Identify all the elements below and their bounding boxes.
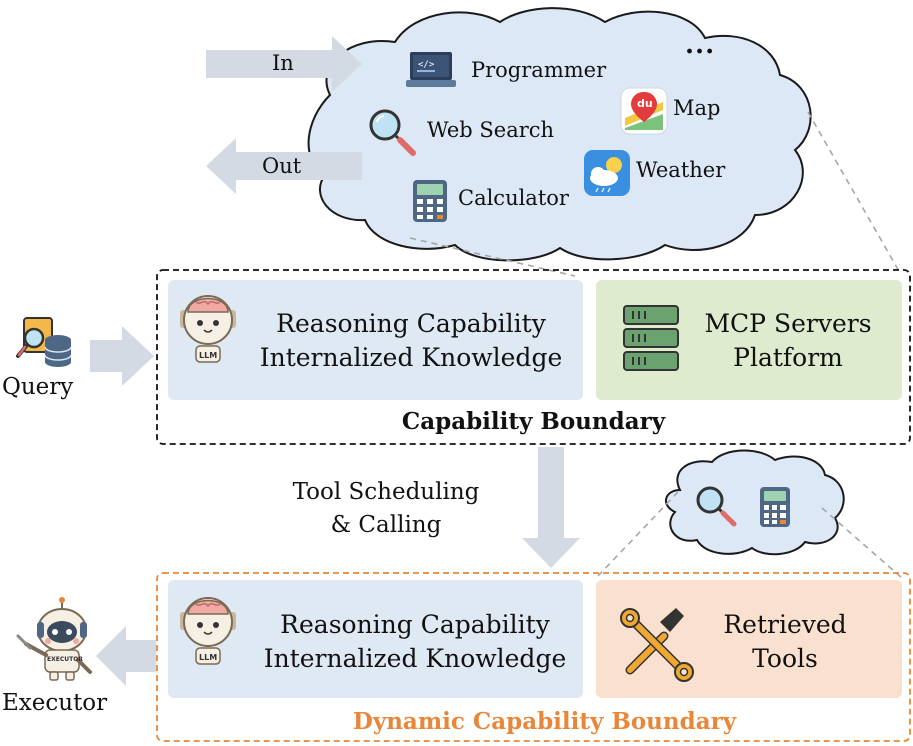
dynamic-capability-boundary-label: Dynamic Capability Boundary [352, 708, 737, 735]
reasoning-text-top: Reasoning Capability Internalized Knowle… [236, 307, 586, 375]
executor-label: Executor [2, 690, 108, 716]
tool-map-label: Map [673, 96, 721, 120]
executor-badge: EXECUTOR [47, 656, 83, 663]
programmer-icon: </> [406, 52, 456, 87]
out-arrow-label: Out [262, 154, 302, 178]
executor-robot-icon [16, 597, 92, 681]
tool-scheduling-label: Tool Scheduling & Calling [266, 476, 506, 542]
weather-icon [584, 150, 630, 196]
callout-lines [409, 111, 903, 579]
map-icon [620, 87, 668, 135]
reasoning-capability-line: Reasoning Capability [276, 309, 546, 338]
retrieved-box [596, 580, 902, 698]
mcp-text: MCP Servers Platform [690, 307, 886, 375]
web-search-magnifier-icon [369, 109, 416, 156]
out-arrow [206, 138, 362, 194]
dynamic-capability-boundary [156, 572, 911, 742]
tool-calculator-label: Calculator [458, 186, 569, 210]
small-calculator-icon [760, 487, 790, 527]
internalized-knowledge-line-bottom: Internalized Knowledge [263, 644, 567, 673]
scheduling-arrow [522, 447, 580, 568]
calculator-icon [413, 180, 447, 222]
tool-weather-label: Weather [636, 158, 726, 182]
in-arrow [206, 36, 362, 92]
internalized-knowledge-line: Internalized Knowledge [259, 343, 563, 372]
retrieved-tools-cloud [665, 449, 845, 556]
calling-line: & Calling [330, 512, 442, 538]
tools-wrench-screwdriver-icon [620, 608, 694, 682]
retrieved-tools-text: Retrieved Tools [700, 608, 870, 676]
mcp-server-icon [623, 305, 679, 371]
map-icon-badge: du [637, 97, 653, 110]
reasoning-capability-line-bottom: Reasoning Capability [280, 610, 550, 639]
reasoning-box-top [168, 280, 583, 400]
in-arrow-label: In [272, 51, 294, 75]
svg-text:</>: </> [418, 60, 435, 70]
llm-badge-bottom: LLM [199, 653, 218, 662]
reasoning-box-bottom [168, 580, 583, 698]
reasoning-text-bottom: Reasoning Capability Internalized Knowle… [240, 608, 590, 676]
capability-boundary [156, 269, 911, 445]
query-label: Query [2, 374, 74, 400]
platform-line: Platform [733, 343, 843, 372]
llm-robot-icon-top [180, 295, 236, 363]
query-arrow [90, 326, 154, 386]
llm-badge-top: LLM [199, 351, 218, 360]
tool-scheduling-line: Tool Scheduling [292, 479, 480, 505]
tools-line: Tools [752, 644, 818, 673]
tool-web-search-label: Web Search [427, 118, 555, 142]
query-icon [16, 317, 72, 367]
small-magnifier-icon [696, 486, 737, 527]
mcp-servers-line: MCP Servers [704, 309, 872, 338]
llm-robot-icon-bottom [180, 597, 236, 665]
retrieved-line: Retrieved [723, 610, 847, 639]
capability-boundary-label: Capability Boundary [401, 408, 666, 435]
more-tools-ellipsis: ... [685, 30, 716, 60]
executor-arrow [96, 626, 156, 686]
tool-programmer-label: Programmer [471, 58, 607, 82]
